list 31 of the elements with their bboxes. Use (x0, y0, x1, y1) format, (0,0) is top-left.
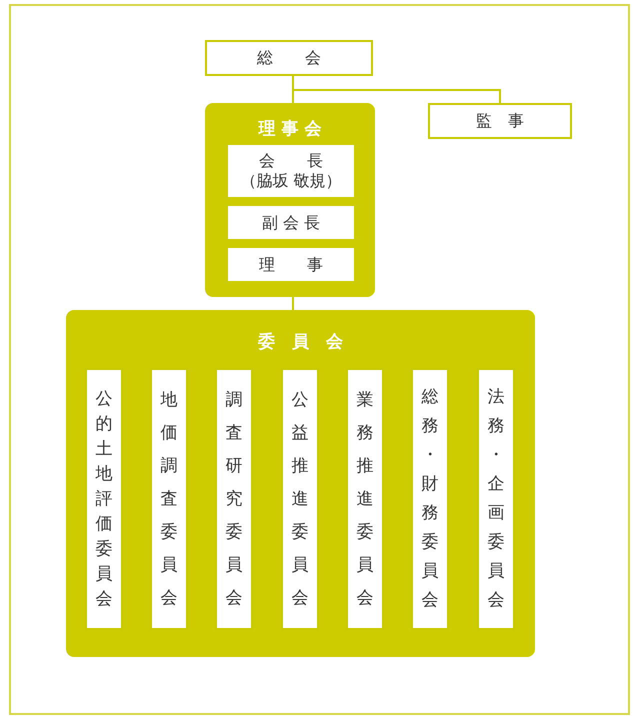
committee-label: 調査研究委員会 (225, 388, 243, 610)
committee-label: 公益推進委員会 (291, 388, 309, 610)
position-box (228, 206, 354, 239)
position-box (228, 248, 354, 281)
group-panel (205, 103, 375, 297)
connector-line (292, 76, 501, 103)
committee-box (477, 368, 515, 630)
committee-box (150, 368, 188, 630)
position-box (228, 145, 354, 197)
connector-line (292, 297, 294, 310)
panel-title: 理 事 会 (257, 118, 322, 140)
committee-box (411, 368, 449, 630)
committee-box (85, 368, 123, 630)
box-label: （脇坂 敬規） (240, 171, 342, 191)
committee-label: 総務・財務委員会 (421, 386, 439, 612)
org-box (205, 40, 373, 76)
box-label: 総 会 (257, 48, 321, 68)
panel-title: 委 員 会 (257, 331, 344, 353)
committee-label: 法務・企画委員会 (487, 386, 505, 612)
committee-box (281, 368, 319, 630)
box-label: 監 事 (476, 111, 524, 131)
org-box (428, 103, 572, 139)
group-panel (66, 310, 535, 657)
committee-box (215, 368, 253, 630)
committee-label: 業務推進委員会 (356, 388, 374, 610)
box-label: 理 事 (259, 254, 323, 274)
committee-label: 公的土地評価委員会 (95, 388, 113, 610)
box-label: 副 会 長 (262, 212, 320, 232)
committee-label: 地価調査委員会 (160, 388, 178, 610)
committee-box (346, 368, 384, 630)
box-label: 会 長 (259, 151, 323, 171)
